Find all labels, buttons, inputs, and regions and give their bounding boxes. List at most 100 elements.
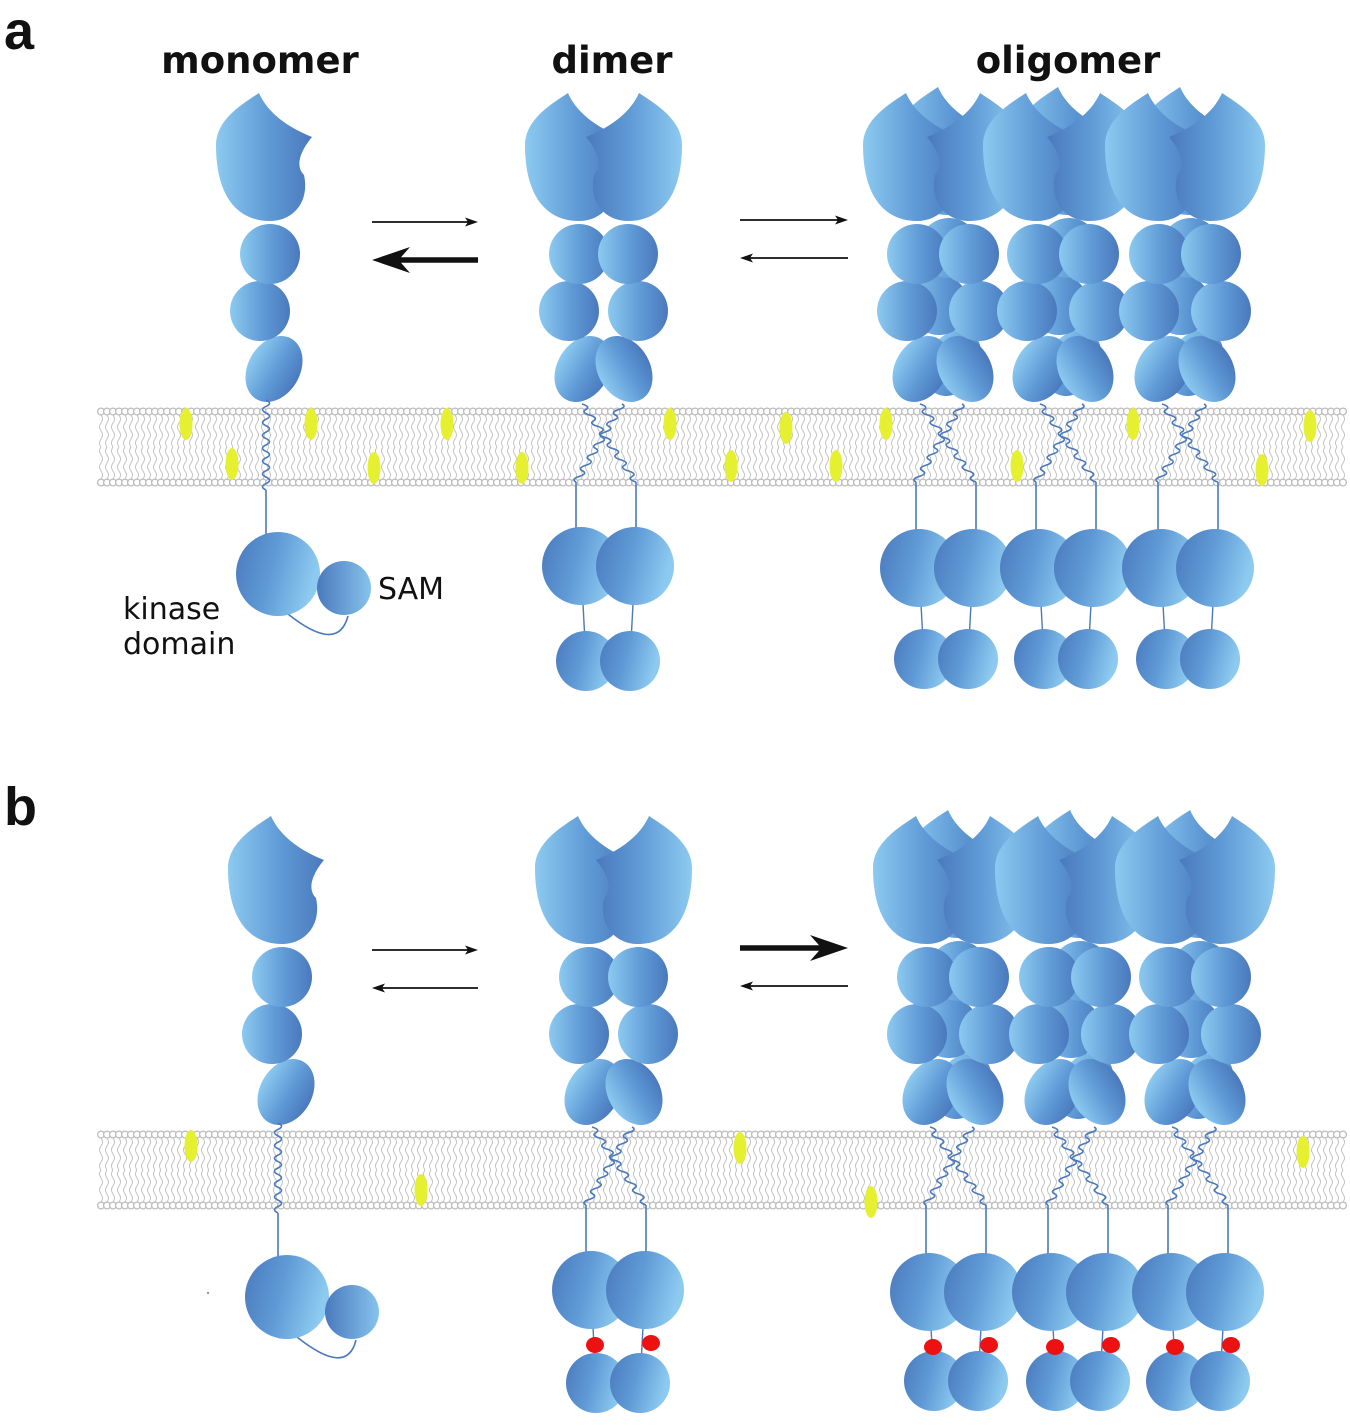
ligand-binding-domain — [228, 816, 324, 944]
kinase-domain — [542, 527, 620, 605]
membrane-b — [96, 1130, 1348, 1218]
fn-domain — [539, 281, 599, 341]
fn-domain — [230, 281, 290, 341]
membrane-a — [96, 407, 1348, 487]
arrow-head — [372, 983, 385, 993]
sam-domain — [894, 629, 954, 689]
cysteine-rich-domain — [559, 947, 619, 1007]
phosphate-mark — [1166, 1339, 1184, 1355]
title-oligomer: oligomer — [975, 39, 1161, 82]
fn-domain — [887, 1004, 947, 1064]
cholesterol — [724, 450, 738, 482]
oligomer-ectodomain-right-b — [1179, 816, 1275, 1125]
dimer-tm-helix-b — [591, 1126, 647, 1206]
kinase-domain — [1054, 529, 1132, 607]
arrows-monomer-dimer-b-reverse-arrow — [372, 983, 478, 993]
kinase-sam-loop — [296, 1336, 357, 1359]
helix-path — [261, 399, 271, 491]
cholesterol — [779, 412, 793, 444]
dimer-ectodomain-right-a — [586, 93, 682, 402]
sam-domain — [610, 1353, 670, 1413]
juxtamembrane-domain — [1056, 336, 1114, 402]
sam-domain — [317, 561, 371, 615]
oligomer-ectodomain-right-a — [1169, 93, 1265, 402]
kinase-domain — [880, 529, 958, 607]
arrows-dimer-oligomer-a-reverse-arrow — [740, 253, 848, 263]
oligomer-intracellular-b — [1012, 1253, 1144, 1411]
helix-path — [591, 1126, 647, 1206]
cholesterol — [879, 408, 893, 440]
ligand-binding-domain — [216, 93, 312, 221]
title-monomer: monomer — [161, 39, 359, 82]
cysteine-rich-domain — [1071, 947, 1131, 1007]
oligomer-intracellular-a — [1000, 529, 1132, 689]
monomer-tm-helix-b — [273, 1122, 283, 1214]
label-kinase-domain: kinase domain — [123, 592, 235, 662]
juxtamembrane-domain — [1188, 1059, 1246, 1125]
arrow-head — [465, 945, 478, 955]
juxtamembrane-domain — [936, 336, 994, 402]
sam-domain — [1180, 629, 1240, 689]
oligomer-ectodomain-left-a — [863, 93, 959, 402]
juxtamembrane-domain — [595, 336, 653, 402]
kinase-domain — [1132, 1253, 1210, 1331]
oligomer-ectodomain-left-a — [1105, 93, 1201, 402]
kinase-domain — [236, 532, 320, 616]
juxtamembrane-domain — [245, 336, 303, 402]
arrows-monomer-dimer-a-reverse-arrow — [372, 247, 478, 273]
helix-path — [929, 1126, 987, 1206]
monomer-ectodomain-b — [228, 816, 324, 1125]
lipid-tails — [99, 1137, 1345, 1203]
cysteine-rich-domain — [1181, 224, 1241, 284]
cysteine-rich-domain — [1139, 947, 1199, 1007]
panel-label-b: b — [4, 777, 37, 837]
cholesterol — [515, 452, 529, 484]
oligomer-intracellular-b — [1132, 1253, 1264, 1411]
label-sam: SAM — [378, 572, 445, 607]
cholesterol — [179, 408, 193, 440]
cholesterol — [184, 1130, 198, 1162]
cysteine-rich-domain — [897, 947, 957, 1007]
juxtamembrane-domain — [1068, 1059, 1126, 1125]
arrows-dimer-oligomer-b-reverse-arrow — [740, 981, 848, 991]
oligomer-tm-helix-b — [1051, 1126, 1109, 1206]
juxtamembrane-domain — [892, 336, 950, 402]
helix-path — [1165, 1126, 1217, 1206]
dimer-tm-helix-a — [581, 403, 637, 483]
helix-path — [273, 1122, 283, 1214]
sam-domain — [904, 1351, 964, 1411]
cysteine-rich-domain — [549, 224, 609, 284]
lipid-heads — [96, 1130, 1348, 1210]
kinase-sam-loop — [287, 613, 349, 636]
fn-domain — [949, 281, 1009, 341]
lipid-head — [1338, 478, 1348, 487]
sam-domain — [600, 631, 660, 691]
oligomer-ectodomain-left-b — [873, 816, 969, 1125]
fn-domain — [1191, 281, 1251, 341]
cysteine-rich-domain — [1059, 224, 1119, 284]
helix-path — [919, 403, 977, 483]
cholesterol — [829, 450, 843, 482]
lipid-head — [1338, 1130, 1348, 1139]
juxtamembrane-domain — [257, 1059, 315, 1125]
cholesterol — [1010, 450, 1024, 482]
cysteine-rich-domain — [240, 224, 300, 284]
helix-path — [1039, 403, 1097, 483]
oligomer-tm-helix-a — [913, 403, 965, 483]
phosphate-mark — [642, 1335, 660, 1351]
oligomer-ectodomain-left-b — [995, 816, 1091, 1125]
cholesterol — [1303, 410, 1317, 442]
monomer-intracellular-b — [245, 1255, 379, 1359]
oligomer-tm-helix-b — [929, 1126, 987, 1206]
sam-domain — [1014, 629, 1074, 689]
helix-path — [1033, 403, 1085, 483]
cysteine-rich-domain — [1019, 947, 1079, 1007]
fn-domain — [1009, 1004, 1069, 1064]
dimer-tm-helix-b — [583, 1126, 635, 1206]
oligomer-tm-helix-a — [1155, 403, 1207, 483]
phosphate-mark — [924, 1339, 942, 1355]
lipid-tails — [99, 414, 1345, 480]
lipid-head — [1338, 1201, 1348, 1210]
